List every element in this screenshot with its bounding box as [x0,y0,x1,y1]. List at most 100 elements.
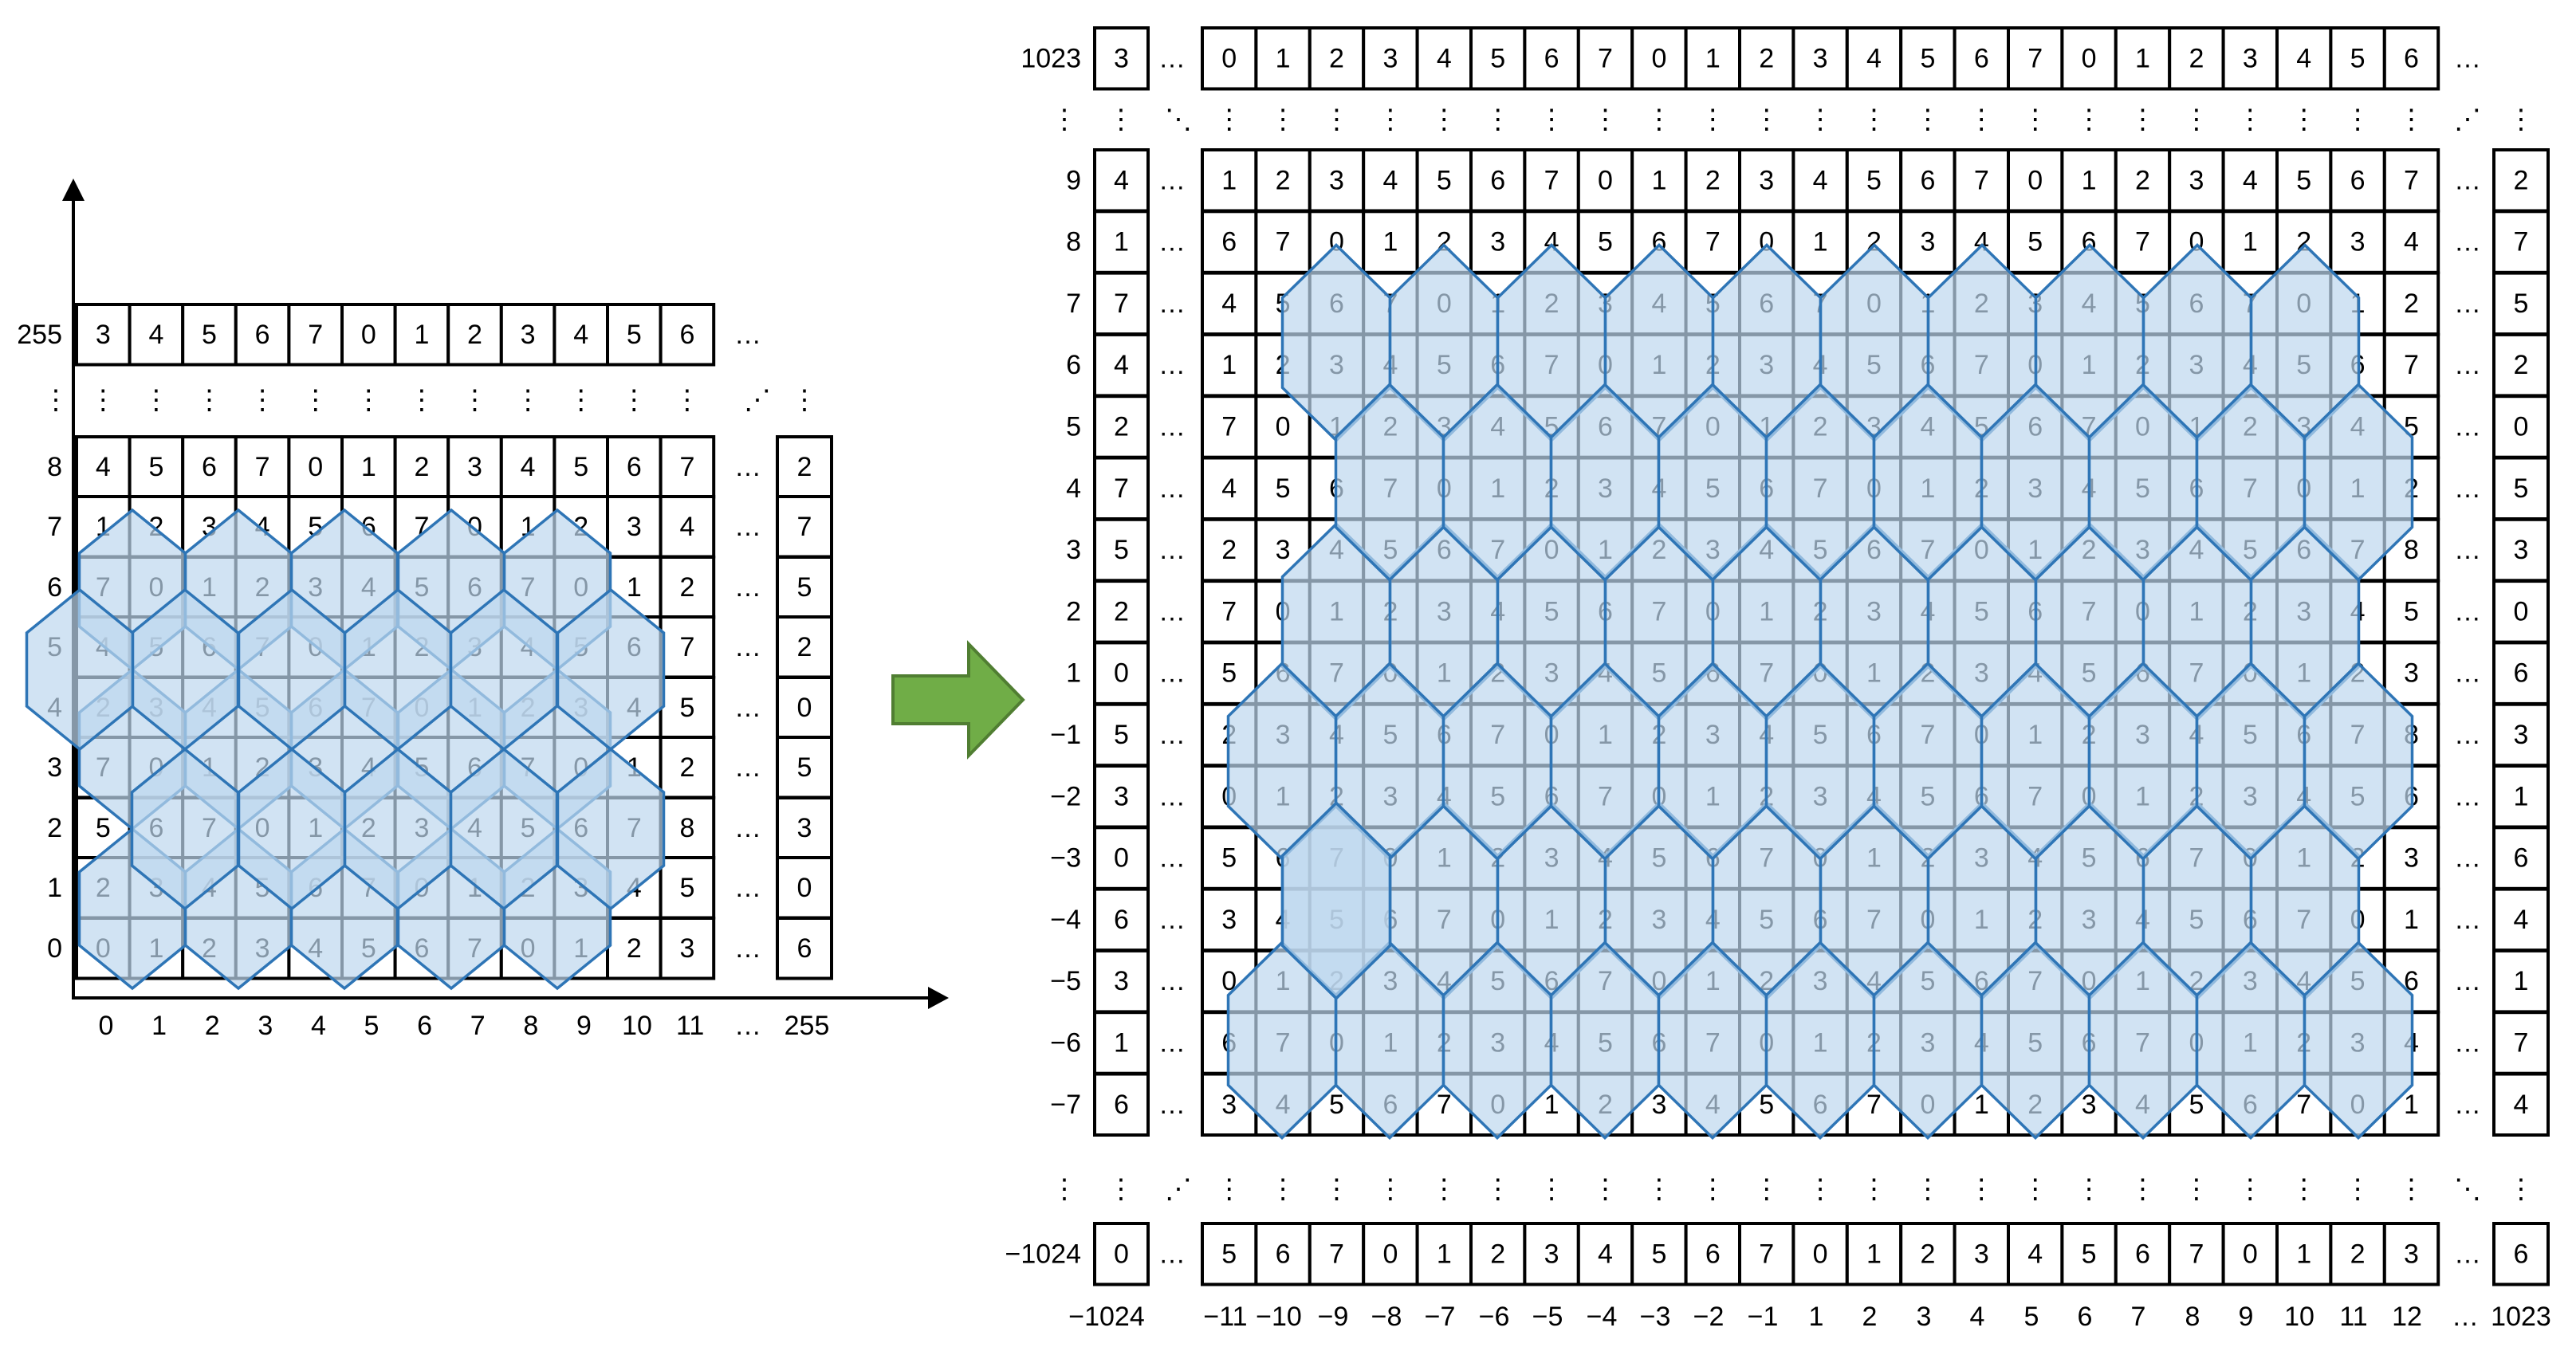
cell-value: 4 [2296,43,2311,73]
row-label: 9 [1066,165,1081,195]
vertical-ellipsis: ⋮ [1807,104,1834,135]
vertical-ellipsis: ⋮ [143,385,170,415]
grid-cell [1362,148,1419,213]
first-col-cell [1093,332,1150,398]
cell-value: 3 [1382,43,1398,73]
cell-value: 7 [1759,1239,1774,1269]
hexagon-tile [2303,383,2414,582]
vertical-ellipsis: ⋮ [1269,1174,1296,1204]
vertical-ellipsis: ⋮ [2075,1174,2102,1204]
cell-value: 3 [1221,1090,1237,1120]
cell-value: 4 [521,452,536,482]
grid-cell [553,435,610,499]
cell-value: 7 [2404,165,2419,195]
grid-cell [1362,26,1419,91]
cell-value: 3 [2243,43,2258,73]
cell-value: 3 [1544,1239,1559,1269]
ellipsis-mark: … [1158,165,1186,195]
cell-value: 7 [1329,1239,1344,1269]
cell-value: 7 [679,632,694,662]
row-label: 1 [47,873,62,903]
row-label: 0 [47,933,62,964]
cell-value: 6 [1490,165,1505,195]
edge-cell-value: 3 [797,813,812,843]
diagonal-ellipsis: ⋱ [1165,104,1192,135]
ellipsis-mark: … [2454,843,2481,874]
x-tick-label: −1 [1748,1302,1779,1332]
first-col-cell [1093,702,1150,768]
cell-value: 2 [2350,1239,2366,1269]
cell-value: 6 [627,452,642,482]
row-label: −1 [1050,720,1081,750]
x-tick-label: −7 [1425,1302,1456,1332]
cell-value: 7 [2189,1239,2204,1269]
cell-value: 5 [1276,473,1291,504]
vertical-ellipsis: ⋮ [1485,104,1512,135]
ellipsis-mark: … [1158,658,1186,689]
cell-value: 1 [1221,165,1237,195]
ellipsis-mark: … [1158,905,1186,935]
grid-cell [234,303,291,367]
grid-cell [2168,26,2225,91]
ellipsis-mark: … [2454,966,2481,996]
vertical-ellipsis: ⋮ [2183,1174,2210,1204]
cell-value: 7 [308,320,323,350]
cell-value: 7 [1705,227,1721,257]
vertical-ellipsis: ⋮ [1807,1174,1834,1204]
grid-cell [659,856,716,920]
cell-value: 1 [414,320,429,350]
vertical-ellipsis: ⋮ [2507,104,2535,135]
cell-value: 1 [1276,43,1291,73]
cell-value: 5 [148,452,163,482]
grid-cell [1254,1222,1312,1286]
cell-value: 4 [679,512,694,542]
vertical-ellipsis: ⋮ [462,385,489,415]
row-label: 4 [1066,473,1081,504]
hexagon-tile [1280,801,1392,1000]
ellipsis-mark: … [1158,411,1186,442]
first-col-cell [1093,1222,1150,1286]
vertical-ellipsis: ⋮ [2075,104,2102,135]
vertical-ellipsis: ⋮ [1216,104,1243,135]
cell-value: 0 [1598,165,1613,195]
grid-cell [2221,210,2279,274]
ellipsis-mark: … [1158,227,1186,257]
vertical-ellipsis: ⋮ [1538,1174,1565,1204]
x-tick-label: 7 [470,1011,486,1041]
cell-value: 0 [308,452,323,482]
vertical-ellipsis: ⋮ [2130,104,2157,135]
row-label: 3 [47,752,62,783]
x-tick-label: −9 [1318,1302,1349,1332]
cell-value: 5 [627,320,642,350]
edge-cell-value: 0 [2514,411,2529,442]
cell-value: 1 [2296,1239,2311,1269]
cell-value: 0 [2243,1239,2258,1269]
cell-value: 1 [2135,43,2150,73]
edge-cell-value: 4 [2514,905,2529,935]
first-col-cell [1093,826,1150,890]
first-col-cell [1093,949,1150,1014]
cell-value: 4 [2027,1239,2043,1269]
cell-value: 4 [96,452,111,482]
cell-value: 5 [1598,227,1613,257]
grid-cell [1201,26,1258,91]
x-tick-label: … [734,1011,761,1041]
row-label: −4 [1050,905,1081,935]
cell-value: 5 [1866,165,1882,195]
edge-cell-value: 2 [2514,350,2529,380]
cell-value: 1 [1221,350,1237,380]
cell-value: 1 [1813,227,1828,257]
ellipsis-mark: … [734,813,761,843]
cell-value: 5 [1221,658,1237,689]
x-tick-label: 8 [523,1011,538,1041]
first-col-value: 0 [1114,1239,1129,1269]
cell-value: 5 [573,452,588,482]
grid-cell [606,303,663,367]
cell-value: 4 [148,320,163,350]
vertical-ellipsis: ⋮ [1538,104,1565,135]
hexagon-tile [2303,662,2414,861]
cell-value: 0 [2027,165,2043,195]
vertical-ellipsis: ⋮ [1051,1174,1078,1204]
vertical-ellipsis: ⋮ [2022,104,2049,135]
